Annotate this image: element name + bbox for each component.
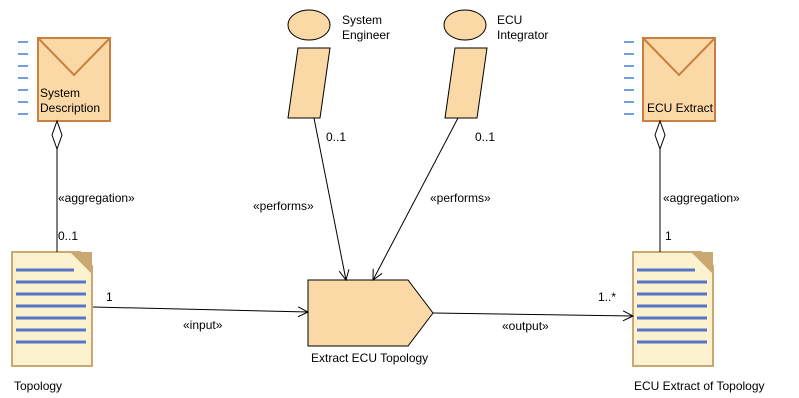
document-lines — [16, 268, 86, 344]
performs-integrator-edge[interactable]: 0..1 «performs» — [373, 117, 495, 280]
envelope-flap — [642, 37, 716, 77]
output-multiplicity: 1..* — [598, 290, 616, 304]
dash-marks — [18, 41, 28, 115]
ecu-integrator-label-2: Integrator — [497, 28, 548, 42]
role-head-icon — [287, 9, 331, 41]
ecu-extract-label: ECU Extract — [647, 101, 714, 115]
system-engineer-label-2: Engineer — [342, 28, 390, 42]
document-fold — [691, 252, 713, 274]
envelope-icon — [642, 37, 716, 122]
topology-node[interactable]: Topology — [11, 251, 93, 393]
document-lines — [637, 268, 707, 344]
aggregation-right-stereotype: «aggregation» — [663, 191, 740, 205]
performs-engineer-multiplicity: 0..1 — [326, 130, 346, 144]
input-multiplicity: 1 — [106, 290, 113, 304]
topology-label: Topology — [14, 379, 62, 393]
performs-engineer-stereotype: «performs» — [253, 199, 314, 213]
ecu-integrator-label-1: ECU — [497, 13, 522, 27]
role-body-icon — [444, 47, 488, 119]
envelope-flap — [37, 37, 111, 77]
system-description-node[interactable]: System Description — [18, 37, 111, 122]
envelope-icon — [37, 37, 111, 122]
system-description-label-2: Description — [40, 101, 100, 115]
task-icon — [307, 279, 434, 347]
output-edge[interactable]: 1..* «output» — [432, 290, 633, 333]
extract-task-label: Extract ECU Topology — [311, 351, 428, 365]
document-fold — [70, 252, 92, 274]
system-engineer-label-1: System — [342, 13, 382, 27]
aggregation-left-stereotype: «aggregation» — [58, 191, 135, 205]
extract-task-node[interactable]: Extract ECU Topology — [307, 279, 434, 365]
output-stereotype: «output» — [502, 319, 549, 333]
system-description-label-1: System — [40, 86, 80, 100]
aggregation-diamond — [654, 119, 666, 151]
performs-integrator-multiplicity: 0..1 — [475, 130, 495, 144]
aggregation-diamond — [51, 119, 63, 151]
aggregation-left-multiplicity: 0..1 — [58, 229, 78, 243]
aggregation-left-edge[interactable]: «aggregation» 0..1 — [51, 119, 135, 252]
ecu-integrator-node[interactable]: ECU Integrator — [443, 9, 548, 119]
system-engineer-node[interactable]: System Engineer — [287, 9, 390, 119]
role-head-icon — [443, 9, 487, 41]
input-edge[interactable]: 1 «input» — [92, 290, 308, 332]
performs-engineer-edge[interactable]: 0..1 «performs» — [253, 117, 346, 280]
performs-integrator-stereotype: «performs» — [430, 191, 491, 205]
aggregation-right-multiplicity: 1 — [665, 229, 672, 243]
dash-marks — [624, 41, 634, 115]
role-body-icon — [287, 47, 331, 119]
aggregation-right-edge[interactable]: «aggregation» 1 — [654, 119, 740, 252]
ecu-extract-topology-label: ECU Extract of Topology — [634, 379, 765, 393]
input-stereotype: «input» — [183, 318, 223, 332]
ecu-extract-topology-node[interactable]: ECU Extract of Topology — [632, 251, 765, 393]
ecu-extract-node[interactable]: ECU Extract — [624, 37, 716, 122]
